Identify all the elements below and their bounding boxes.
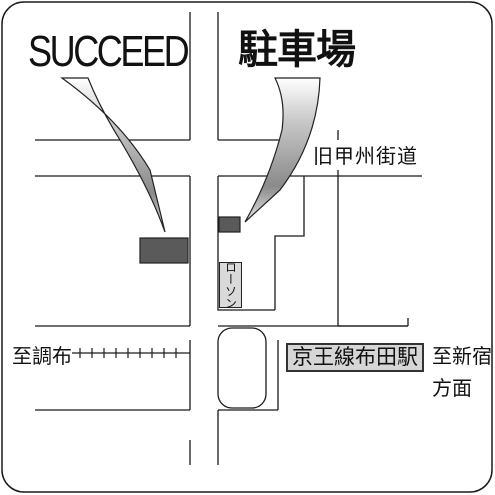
to-west-label: 至調布 — [12, 344, 72, 368]
parking-lot-marker — [218, 216, 241, 233]
lawson-label: ローソン — [223, 261, 238, 309]
lawson-store: ローソン — [219, 261, 242, 309]
plaza-outline — [217, 327, 267, 409]
succeed-label: SUCCEED — [28, 27, 190, 76]
railway-line — [72, 348, 190, 358]
street-label: 旧甲州街道 — [313, 144, 418, 168]
to-east-direction-label: 方面 — [432, 376, 472, 400]
station-label: 京王線布田駅 — [286, 343, 424, 372]
parking-label: 駐車場 — [238, 27, 356, 73]
to-east-label: 至新宿 — [432, 344, 492, 368]
succeed-building-marker — [139, 237, 189, 264]
parking-pointer — [244, 77, 321, 223]
succeed-pointer — [60, 77, 166, 233]
